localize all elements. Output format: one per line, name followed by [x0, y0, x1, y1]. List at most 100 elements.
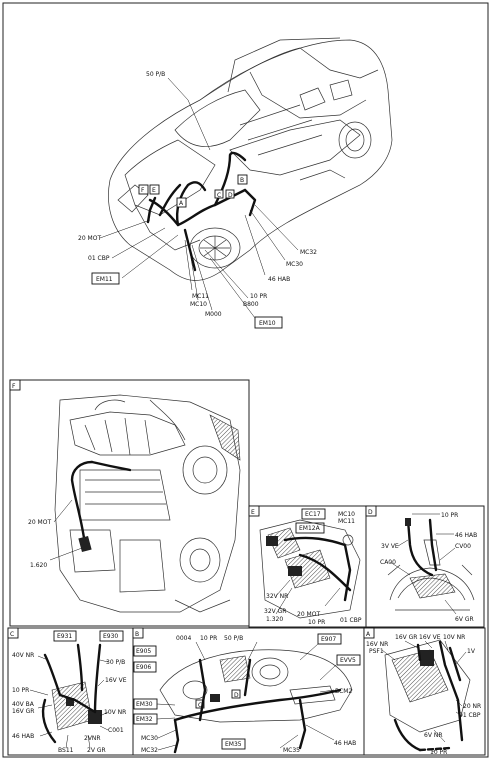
panel-b-e905: E905 [136, 648, 151, 655]
tag-b: B [240, 177, 244, 184]
panel-b-tag-c: C [198, 702, 202, 709]
panel-e-ec17: EC17 [305, 511, 321, 518]
panel-b-em35: EM35 [225, 741, 242, 748]
panel-a-01-cbp: 01 CBP [459, 712, 481, 719]
panel-b-50-pb: 50 P/B [224, 635, 243, 642]
panel-d-ca00: CA00 [380, 559, 396, 566]
panel-a-16v-nr: 16V NR [366, 641, 388, 648]
panel-d: D 10 PR 46 HAB 3V VE CV00 CA00 6V GR [365, 505, 485, 628]
panel-e-20-mot: 20 MOT [297, 611, 320, 618]
label-b800: B800 [243, 301, 259, 308]
tag-e-box [149, 184, 160, 195]
panel-b-mc35: MC35 [283, 747, 300, 754]
label-m000: M000 [205, 311, 222, 318]
tag-b-box [237, 174, 248, 185]
panel-e-mc10: MC10 [338, 511, 355, 518]
panel-c-2vnr: 2VNR [84, 735, 101, 742]
panel-f-letter: F [12, 383, 16, 390]
label-em11: EM11 [96, 276, 113, 283]
panel-e-letter: E [251, 509, 255, 516]
panel-e: E EC17 EM12A MC10 MC11 32V NR 32V GR 1.3… [248, 505, 367, 628]
panel-c-16v-ve: 16V VE [105, 677, 127, 684]
panel-a-letter: A [366, 631, 371, 638]
tag-d-box [225, 189, 235, 199]
panel-b-mc30: MC30 [141, 735, 158, 742]
label-mc30: MC30 [286, 261, 303, 268]
panel-e-mc11: MC11 [338, 518, 355, 525]
panel-d-10-pr: 10 PR [441, 512, 458, 519]
tag-c: C [217, 192, 221, 199]
panel-c-40v-nr: 40V NR [12, 652, 34, 659]
panel-c-e931: E931 [57, 633, 72, 640]
panel-c-16v-gr: 16V GR [12, 708, 34, 715]
panel-e-32v-gr: 32V GR [264, 608, 286, 615]
label-mc32: MC32 [300, 249, 317, 256]
panel-f: F 20 MOT 1.620 [9, 379, 250, 627]
panel-e-em12a: EM12A [299, 525, 321, 532]
panel-b-letter: B [135, 631, 139, 638]
panel-b-46-hab: 46 HAB [334, 740, 356, 747]
panel-d-letter: D [368, 509, 373, 516]
panel-a-1v: 1V [467, 648, 476, 655]
panel-e-01-cbp: 01 CBP [340, 617, 362, 624]
panel-c-30-pb: 30 P/B [106, 659, 125, 666]
panel-b-evv5: EVV5 [340, 657, 356, 664]
tag-e: E [152, 187, 156, 194]
panel-e-32v-nr: 32V NR [266, 593, 288, 600]
panel-a-20-nr: 20 NR [463, 703, 481, 710]
panel-f-20-mot: 20 MOT [28, 519, 51, 526]
panel-b-em30: EM30 [136, 701, 153, 708]
panel-c-letter: C [10, 631, 14, 638]
panel-b: B E905 E906 E907 EVV5 EM30 EM32 EM35 C D [132, 627, 365, 756]
panel-a-psf1: PSF1 [369, 648, 384, 655]
panel-d-cv00: CV00 [455, 543, 471, 550]
panel-c-c001: C001 [108, 727, 124, 734]
panel-c-2v-gr: 2V GR [87, 747, 106, 754]
tag-f-box [138, 184, 149, 195]
label-50-pb: 50 P/B [146, 71, 165, 78]
panel-b-10-pr: 10 PR [200, 635, 217, 642]
panel-a: A 16V GR 16V VE 10V NR 16V NR PSF1 1V 20… [363, 627, 486, 756]
panel-c: C E931 E930 40V NR 30 P/B 16V VE 10 PR 4… [7, 627, 134, 756]
panel-b-bcm2: BCM2 [335, 688, 352, 695]
tag-a-box [176, 197, 187, 208]
panel-d-6v-gr: 6V GR [455, 616, 474, 623]
label-10-pr: 10 PR [250, 293, 267, 300]
panel-c-46-hab: 46 HAB [12, 733, 34, 740]
tag-c-box [214, 189, 224, 199]
panel-c-bs11: BS11 [58, 747, 74, 754]
panel-b-e906: E906 [136, 664, 151, 671]
panel-b-e907: E907 [321, 636, 336, 643]
panel-b-mc32: MC32 [141, 747, 158, 754]
label-46-hab: 46 HAB [268, 276, 290, 283]
panel-c-e930: E930 [103, 633, 118, 640]
panel-d-3v-ve: 3V VE [381, 543, 399, 550]
panel-e-1320: 1.320 [266, 616, 283, 623]
panel-a-16v-ve: 16V VE [419, 634, 441, 641]
label-20-mot: 20 MOT [78, 235, 101, 242]
label-01-cbp: 01 CBP [88, 255, 110, 262]
em11-box [91, 272, 120, 285]
panel-b-em32: EM32 [136, 716, 153, 723]
panel-b-tag-d: D [234, 692, 239, 699]
em10-box [254, 316, 283, 329]
panel-e-10-pr: 10 PR [308, 619, 325, 626]
label-em10: EM10 [259, 320, 276, 327]
panel-c-40v-ba: 40V BA [12, 701, 35, 708]
main-car-view: F E A B C D 50 P/B 20 MOT 01 CBP EM11 MC… [78, 37, 393, 329]
panel-c-10v-nr: 10V NR [104, 709, 126, 716]
label-mc10: MC10 [190, 301, 207, 308]
tag-a: A [179, 200, 184, 207]
panel-d-46-hab: 46 HAB [455, 532, 477, 539]
panel-c-10-pr: 10 PR [12, 687, 29, 694]
panel-a-16v-gr: 16V GR [395, 634, 417, 641]
tag-d: D [228, 192, 233, 199]
tag-f: F [141, 187, 145, 194]
panel-a-6v-nr: 6V NR [424, 732, 443, 739]
panel-b-0004: 0004 [176, 635, 191, 642]
panel-a-10v-nr: 10V NR [443, 634, 465, 641]
panel-f-1620: 1.620 [30, 562, 47, 569]
label-mc11: MC11 [192, 293, 209, 300]
